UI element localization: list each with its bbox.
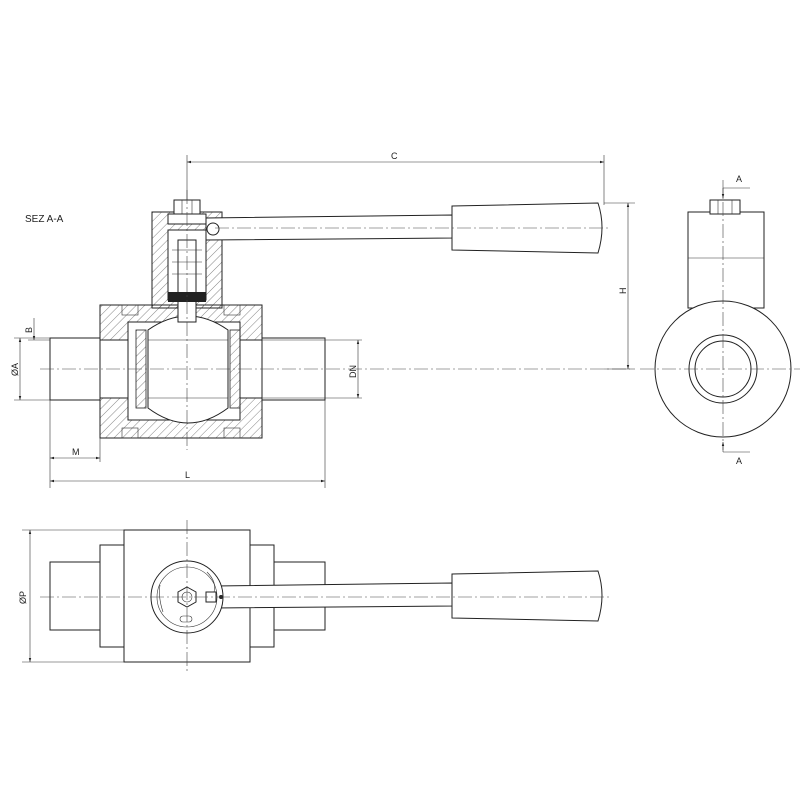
section-arrow-label-bottom: A <box>736 456 742 466</box>
top-handle-lever <box>214 582 453 609</box>
side-nut <box>709 199 741 215</box>
dimension-label-a: ØA <box>10 363 20 376</box>
section-view: SEZ A-A <box>10 151 635 488</box>
dimension-label-b: B <box>24 327 34 333</box>
top-left-shoulder <box>99 544 127 648</box>
ball <box>147 315 229 424</box>
side-view: A A <box>640 174 800 466</box>
section-title: SEZ A-A <box>25 214 64 225</box>
dimension-label-dn: DN <box>348 365 358 378</box>
side-bonnet <box>687 211 765 309</box>
top-left-pipe <box>49 561 103 631</box>
section-arrow-label-top: A <box>736 174 742 184</box>
dimension-label-h: H <box>618 288 628 295</box>
handle-lever <box>205 214 453 241</box>
dimension-label-m: M <box>72 447 80 457</box>
top-view: ØP <box>18 520 610 672</box>
dimension-label-l: L <box>185 470 190 480</box>
top-handle-grip <box>451 570 603 622</box>
dimension-label-p: ØP <box>18 591 28 604</box>
dimension-label-c: C <box>391 151 398 161</box>
